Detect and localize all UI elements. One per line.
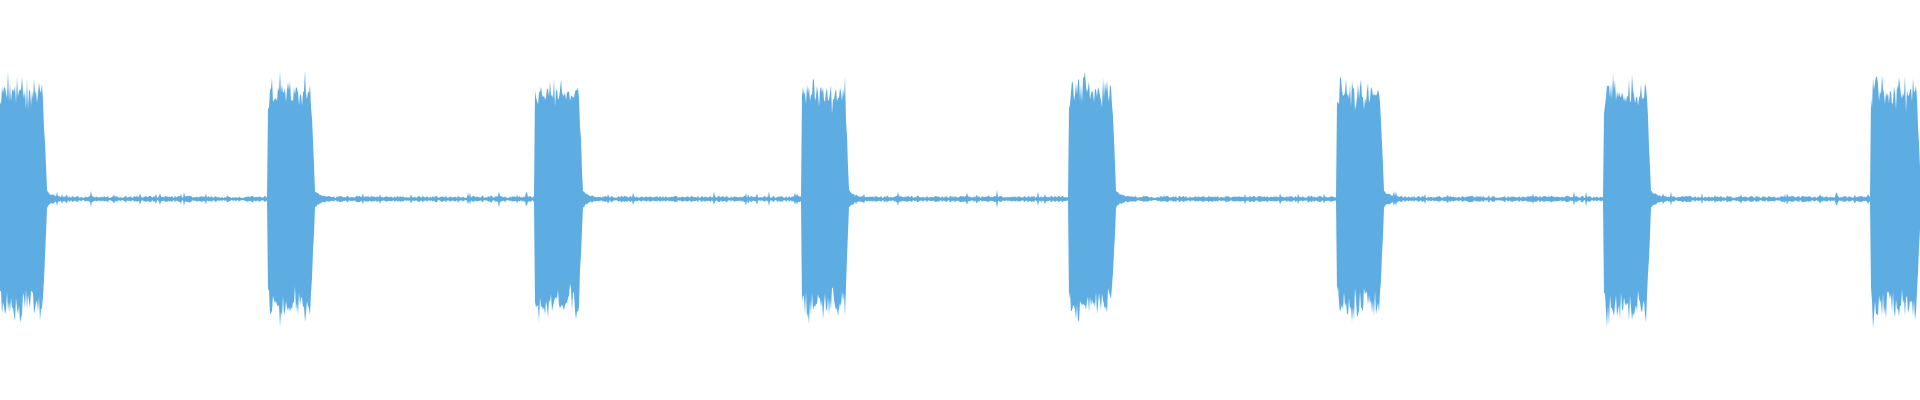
waveform-burst-7 bbox=[1604, 198, 1650, 200]
waveform-burst-5 bbox=[1069, 198, 1115, 200]
waveform-burst-3 bbox=[535, 198, 582, 200]
waveform-burst-8 bbox=[1871, 198, 1920, 200]
waveform-burst-1 bbox=[0, 198, 46, 200]
waveform-burst-4 bbox=[802, 198, 848, 200]
waveform-burst-6 bbox=[1337, 198, 1383, 200]
waveform-burst-2 bbox=[268, 198, 314, 200]
